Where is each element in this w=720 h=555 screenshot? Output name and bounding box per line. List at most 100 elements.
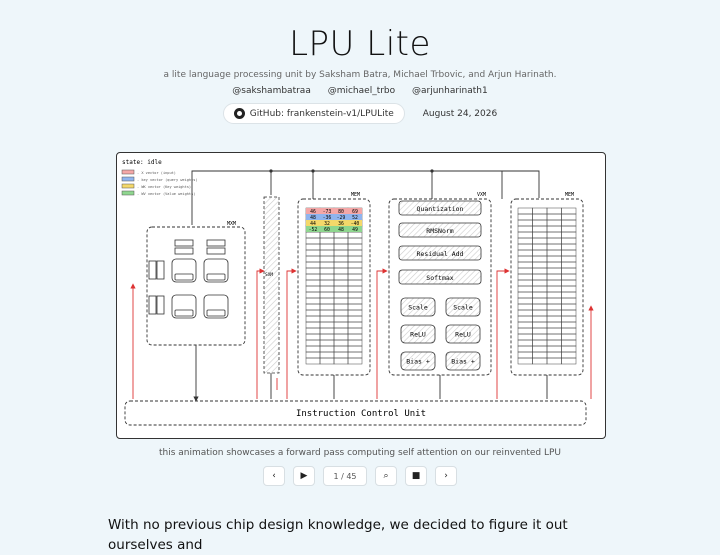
vxm-op-box [398,222,482,238]
mem-grid-cell [532,315,548,323]
mem-grid-cell [546,297,562,305]
mem-cell: 48 [338,227,344,233]
legend-swatch [121,183,135,189]
mem-grid-cell [305,267,321,275]
mem-grid-cell [333,285,349,293]
stop-button[interactable]: ■ [405,466,427,486]
prev-button[interactable]: ‹ [263,466,285,486]
handle-link-arjun[interactable]: @arjunharinath1 [412,86,488,96]
mem-grid-cell [333,351,349,359]
mem-grid-cell [319,303,335,311]
mem-grid-cell [546,255,562,263]
mem-cell: 52 [352,215,358,221]
mem-grid-cell [532,279,548,287]
mem-grid-cell [517,303,533,311]
mem-grid-cell [561,285,577,293]
mem-grid-cell [347,321,363,329]
icu-unit [124,400,587,426]
mem-grid-cell [546,231,562,239]
mem-grid-cell [305,345,321,353]
play-button[interactable]: ▶ [293,466,315,486]
mem-grid-cell [305,357,321,365]
mem-grid-cell [305,309,321,317]
mem-grid-cell [347,327,363,335]
mem-grid-cell [517,291,533,299]
mem-row-fill [306,208,362,214]
mem-grid-cell [333,291,349,299]
mem-grid-cell [305,273,321,281]
mem-grid-cell [561,237,577,245]
mem-left-label: MEM [351,192,360,198]
state-label: state: idle [122,159,162,166]
mem-cell: -29 [337,215,346,221]
mem-cell: -36 [323,215,332,221]
mem-cell: 48 [310,215,316,221]
mem-grid-cell [532,261,548,269]
mem-grid-cell [305,261,321,269]
chevron-left-icon: ‹ [272,471,276,481]
vxm-alu-label: ReLU [455,331,471,339]
mem-grid-cell [333,279,349,287]
mem-grid-cell [319,297,335,305]
page-subtitle: a lite language processing unit by Saksh… [163,70,557,80]
mem-grid-cell [517,261,533,269]
vxm-alu-box [400,351,436,371]
vxm-alu-box [400,324,436,344]
vxm-alu-label: Bias + [451,358,475,366]
mem-grid-cell [347,345,363,353]
mem-data-rows: 46 -73 80 69 48 -36 -29 52 44 32 36 -40 … [306,208,362,233]
mem-grid-cell [305,333,321,341]
mem-right-grid [517,207,577,365]
mem-grid-cell [546,213,562,221]
mem-grid-cell [333,297,349,305]
mem-grid-cell [517,339,533,347]
mem-grid-cell [305,243,321,251]
mem-grid-cell [546,273,562,281]
vxm-label: VXM [477,192,486,198]
mem-grid-cell [532,333,548,341]
mem-grid-cell [305,279,321,287]
handle-link-saksham[interactable]: @sakshambatraa [232,86,311,96]
mem-grid-cell [546,237,562,245]
mem-grid-cell [517,237,533,245]
mem-grid-cell [546,291,562,299]
mem-grid-cell [561,261,577,269]
mem-grid-cell [546,357,562,365]
mem-grid-cell [546,279,562,287]
mem-grid-cell [333,249,349,257]
mem-grid-cell [347,231,363,239]
stop-icon: ■ [411,471,421,481]
github-button[interactable]: GitHub: frankenstein-v1/LPULite [222,103,405,124]
vxm-ops: Quantization RMSNorm Residual Add Softma… [398,200,482,371]
mem-grid-cell [305,339,321,347]
mem-grid-cell [305,315,321,323]
mem-cell: -40 [351,221,360,227]
mem-grid-cell [561,327,577,335]
mem-grid-cell [333,309,349,317]
bus-node [311,169,315,173]
mem-grid-cell [532,243,548,251]
zoom-button[interactable]: ⌕ [375,466,397,486]
mem-grid-cell [532,327,548,335]
next-button[interactable]: › [435,466,457,486]
mem-grid-cell [517,225,533,233]
vxm-alu-label: Scale [453,304,473,312]
mem-grid-cell [305,351,321,359]
mem-grid-cell [546,243,562,251]
mem-grid-cell [532,321,548,329]
mem-grid-cell [546,249,562,257]
mem-grid-cell [517,267,533,275]
mem-grid-cell [347,267,363,275]
mem-grid-cell [561,213,577,221]
mem-grid-cell [546,225,562,233]
mem-grid-cell [517,249,533,257]
mem-grid-cell [561,333,577,341]
mem-grid-cell [561,279,577,287]
mem-grid-cell [561,297,577,305]
mem-grid-cell [319,273,335,281]
mem-grid-cell [532,213,548,221]
mem-grid-cell [347,309,363,317]
handle-link-michael[interactable]: @michael_trbo [327,86,396,96]
mem-grid-cell [532,255,548,263]
mem-grid-cell [546,309,562,317]
